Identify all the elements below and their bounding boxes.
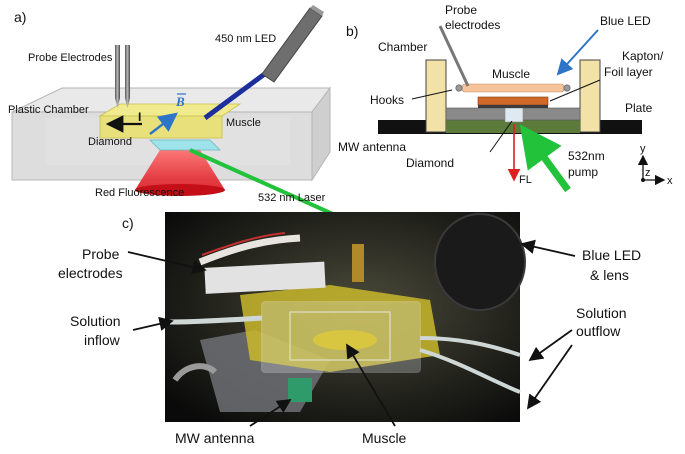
- blue-led-label: Blue LED: [600, 14, 651, 28]
- outflow-tube-1: [419, 336, 521, 357]
- mw-antenna-block: [288, 378, 312, 402]
- brass-fitting: [352, 244, 364, 282]
- panel-c-letter: c): [122, 215, 134, 231]
- kapton-label-line1: Kapton/: [622, 49, 664, 63]
- hook-right: [563, 84, 571, 92]
- pump-label-line2: pump: [568, 165, 598, 179]
- panel-c: c) Probe electrodes Blue LED & lens Solu…: [58, 212, 641, 446]
- diamond-label-b: Diamond: [406, 156, 454, 170]
- diamond-label: Diamond: [88, 136, 132, 148]
- mw-antenna-label-b: MW antenna: [338, 140, 406, 154]
- inflow-arrow: [132, 316, 174, 331]
- probe-electrodes-label: Probe Electrodes: [28, 52, 113, 64]
- fl-label: FL: [519, 174, 532, 186]
- panel-b-letter: b): [346, 23, 358, 39]
- axis-z-label: z: [645, 167, 651, 179]
- hooks-pointer: [411, 89, 453, 100]
- kapton-foil-sublayer: [478, 105, 548, 108]
- outflow-arrow-1: [528, 329, 573, 362]
- muscle-label-c: Muscle: [362, 430, 407, 446]
- probe-electrodes-label-c1: Probe: [82, 246, 120, 262]
- chamber-right: [579, 59, 601, 133]
- outflow-tube-2: [419, 348, 521, 394]
- panel-a: I B a) Probe Electrodes 450 nm LED Plast…: [8, 5, 336, 217]
- electrode-cables-red: [201, 232, 286, 256]
- magnetic-field-arrow: [149, 112, 178, 135]
- kapton-foil-layer: [477, 96, 549, 106]
- mw-antenna-arrow: [249, 399, 292, 427]
- led-label: 450 nm LED: [215, 33, 276, 45]
- outflow-label-1: Solution: [576, 305, 627, 321]
- acrylic-chamber-inner: [289, 311, 391, 361]
- field-symbol: B: [175, 94, 185, 109]
- laser-label: 532 nm Laser: [258, 192, 326, 204]
- chamber-label: Chamber: [378, 40, 427, 54]
- kapton-label-line2: Foil layer: [604, 65, 653, 79]
- muscle-label: Muscle: [226, 117, 261, 129]
- inflow-tube: [169, 315, 263, 325]
- probe-electrodes-label-line2: electrodes: [445, 18, 500, 32]
- current-symbol: I: [138, 110, 141, 124]
- diamond-block: [504, 107, 524, 123]
- outflow-label-2: outflow: [576, 323, 621, 339]
- kapton-pointer: [549, 79, 601, 102]
- inflow-label-1: Solution: [70, 313, 121, 329]
- mw-antenna-label-c: MW antenna: [175, 430, 255, 446]
- axis-x-label: x: [667, 175, 673, 187]
- muscle-arrow: [346, 343, 396, 427]
- red-fluorescence-base: [135, 184, 225, 196]
- diamond-pointer: [489, 120, 513, 153]
- axis-z-dot: [641, 178, 645, 182]
- blue-led-arrow: [556, 29, 599, 76]
- probe-electrode-rods: [115, 45, 130, 108]
- muscle-bar: [461, 83, 565, 93]
- led-rod-tip: [310, 5, 324, 16]
- blue-led-lens: [434, 213, 526, 311]
- blue-led-label-c1: Blue LED: [582, 247, 641, 263]
- chamber-left: [425, 59, 447, 133]
- red-fluorescence-cone: [135, 150, 225, 190]
- blue-led-lens-arrow: [520, 239, 576, 257]
- probe-holder: [204, 261, 326, 294]
- plate-label: Plate: [625, 101, 653, 115]
- axis-y-label: y: [640, 143, 646, 155]
- probe-electrodes-arrow: [127, 251, 207, 275]
- electrode-cables: [198, 234, 301, 266]
- left-clamp: [172, 363, 218, 382]
- red-fluorescence-label: Red Fluorescence: [95, 187, 184, 199]
- panel-a-letter: a): [14, 9, 26, 25]
- pump-label-line1: 532nm: [568, 149, 605, 163]
- muscle-label-b: Muscle: [492, 67, 530, 81]
- outflow-arrow-2: [526, 344, 573, 410]
- hooks-label: Hooks: [370, 93, 404, 107]
- blue-led-label-c2: & lens: [590, 267, 629, 283]
- probe-electrode-line: [438, 25, 470, 87]
- led-rod: [261, 7, 323, 83]
- probe-electrodes-label-c2: electrodes: [58, 265, 123, 281]
- hook-left: [455, 84, 463, 92]
- led-beam: [203, 67, 272, 121]
- laser-beam: [189, 148, 336, 217]
- inflow-label-2: inflow: [84, 332, 121, 348]
- diamond-shape: [149, 139, 221, 151]
- muscle-in-chamber: [313, 330, 377, 350]
- plastic-chamber-label: Plastic Chamber: [8, 104, 89, 116]
- panel-b: b) Probe electrodes Blue LED Chamber Mus…: [338, 3, 673, 193]
- pump-arrow: [519, 124, 571, 193]
- probe-electrodes-label-line1: Probe: [445, 3, 477, 17]
